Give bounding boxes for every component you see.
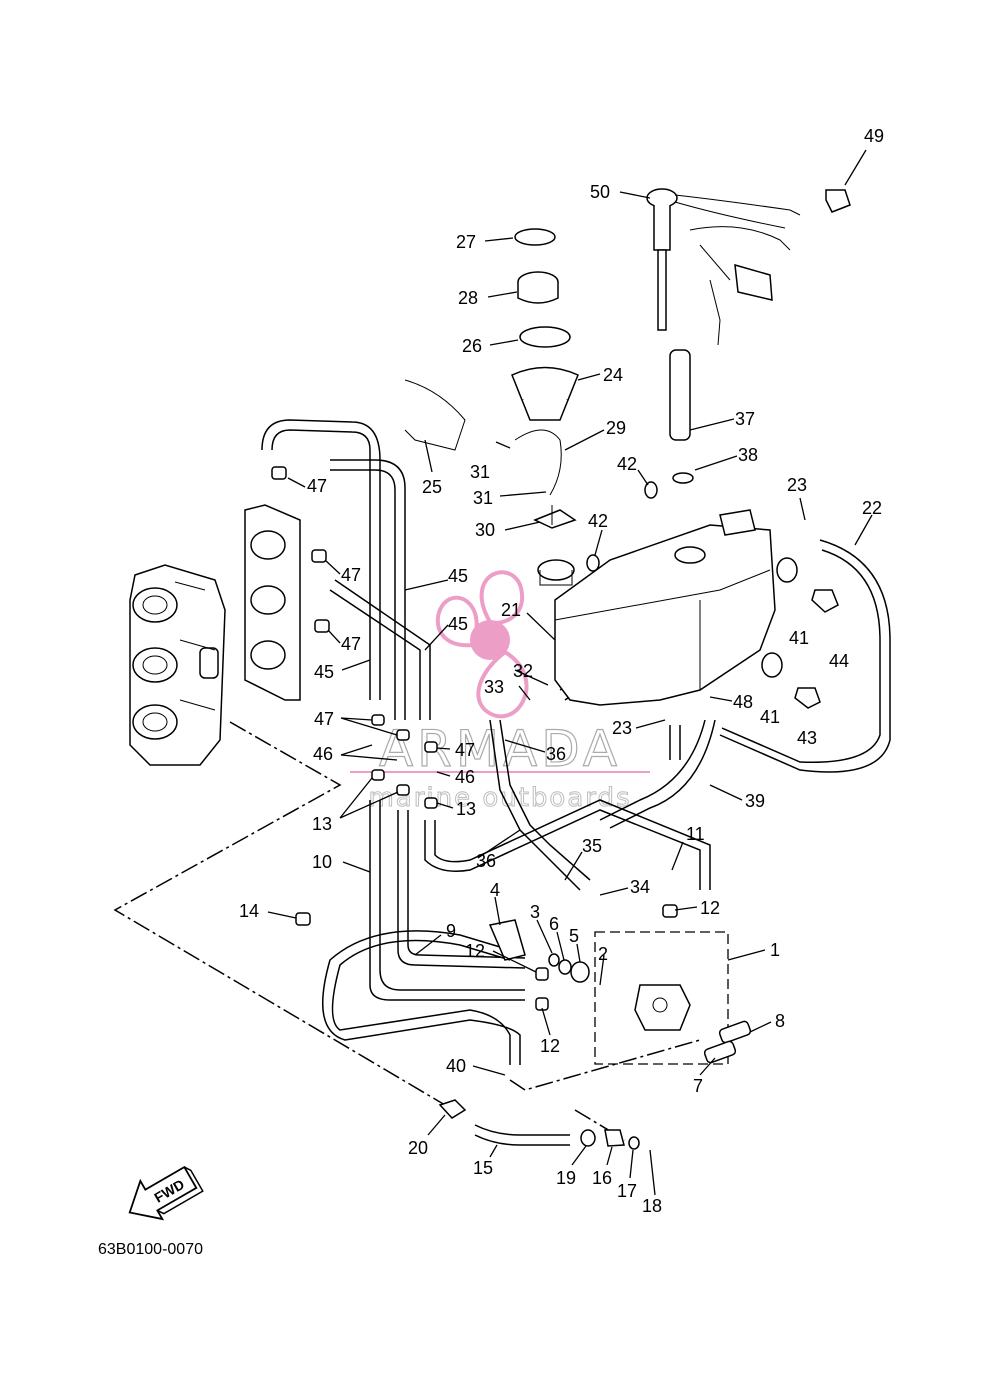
filler-neck-parts bbox=[511, 228, 579, 529]
forward-direction-icon: FWD bbox=[128, 1165, 204, 1221]
callout-20: 20 bbox=[408, 1138, 428, 1158]
callout-labels: 49 50 27 28 26 24 37 29 31 25 38 42 31 3… bbox=[239, 126, 884, 1216]
callout-46a: 46 bbox=[313, 744, 333, 764]
callout-44: 44 bbox=[829, 651, 849, 671]
callout-2: 2 bbox=[598, 944, 608, 964]
fuel-gauge bbox=[646, 188, 801, 441]
callout-36b: 36 bbox=[476, 851, 496, 871]
callout-47c: 47 bbox=[341, 634, 361, 654]
callout-16: 16 bbox=[592, 1168, 612, 1188]
propeller-logo-icon bbox=[435, 570, 529, 719]
callout-7: 7 bbox=[693, 1076, 703, 1096]
intake-silencer bbox=[244, 504, 301, 701]
callout-6: 6 bbox=[549, 914, 559, 934]
clip-49-part bbox=[825, 189, 851, 213]
callout-25: 25 bbox=[422, 477, 442, 497]
callout-8: 8 bbox=[775, 1011, 785, 1031]
callout-37: 37 bbox=[735, 409, 755, 429]
callout-11: 11 bbox=[686, 824, 705, 844]
callout-50: 50 bbox=[590, 182, 610, 202]
fuel-joint bbox=[488, 919, 590, 983]
callout-42b: 42 bbox=[588, 511, 608, 531]
callout-41a: 41 bbox=[789, 628, 809, 648]
fasteners bbox=[586, 472, 839, 709]
callout-10: 10 bbox=[312, 852, 332, 872]
callout-43: 43 bbox=[797, 728, 817, 748]
callout-35: 35 bbox=[582, 836, 602, 856]
callout-40: 40 bbox=[446, 1056, 466, 1076]
callout-47b: 47 bbox=[341, 565, 361, 585]
callout-38: 38 bbox=[738, 445, 758, 465]
callout-47e: 47 bbox=[455, 740, 475, 760]
callout-31a: 31 bbox=[470, 462, 490, 482]
strap-25-part bbox=[404, 379, 466, 451]
carburetor-assembly bbox=[129, 564, 226, 766]
callout-1: 1 bbox=[770, 940, 780, 960]
callout-32: 32 bbox=[513, 661, 533, 681]
callout-34: 34 bbox=[630, 877, 650, 897]
callout-26: 26 bbox=[462, 336, 482, 356]
callout-46b: 46 bbox=[455, 767, 475, 787]
callout-49: 49 bbox=[864, 126, 884, 146]
callout-41b: 41 bbox=[760, 707, 780, 727]
callout-42a: 42 bbox=[617, 454, 637, 474]
callout-17: 17 bbox=[617, 1181, 637, 1201]
callout-3: 3 bbox=[530, 902, 540, 922]
callout-27: 27 bbox=[456, 232, 476, 252]
callout-47a: 47 bbox=[307, 476, 327, 496]
hose-clamps bbox=[271, 466, 678, 1011]
callout-31b: 31 bbox=[473, 488, 493, 508]
callout-19: 19 bbox=[556, 1168, 576, 1188]
callout-45b: 45 bbox=[448, 614, 468, 634]
callout-39: 39 bbox=[745, 791, 765, 811]
callout-12a: 12 bbox=[700, 898, 720, 918]
callout-22: 22 bbox=[862, 498, 882, 518]
callout-23a: 23 bbox=[787, 475, 807, 495]
callout-15: 15 bbox=[473, 1158, 493, 1178]
fuel-tank bbox=[537, 509, 776, 706]
callout-12b: 12 bbox=[465, 941, 485, 961]
callout-9: 9 bbox=[446, 921, 456, 941]
callout-5: 5 bbox=[569, 926, 579, 946]
assembly-lines bbox=[113, 721, 729, 1141]
callout-33: 33 bbox=[484, 677, 504, 697]
callout-23b: 23 bbox=[612, 718, 632, 738]
callout-29: 29 bbox=[606, 418, 626, 438]
callout-24: 24 bbox=[603, 365, 623, 385]
callout-13b: 13 bbox=[456, 799, 476, 819]
callout-47d: 47 bbox=[314, 709, 334, 729]
callout-14: 14 bbox=[239, 901, 259, 921]
callout-13a: 13 bbox=[312, 814, 332, 834]
callout-21: 21 bbox=[501, 600, 521, 620]
callout-28: 28 bbox=[458, 288, 478, 308]
callout-30: 30 bbox=[475, 520, 495, 540]
diagram-code: 63B0100-0070 bbox=[98, 1241, 203, 1258]
callout-45a: 45 bbox=[448, 566, 468, 586]
callout-18: 18 bbox=[642, 1196, 662, 1216]
callout-45c: 45 bbox=[314, 662, 334, 682]
fuel-pump bbox=[634, 984, 752, 1064]
fuel-connector-parts bbox=[438, 1099, 640, 1150]
callout-4: 4 bbox=[490, 880, 500, 900]
watermark-brand: ARMADA bbox=[379, 720, 621, 778]
leader-lines bbox=[267, 149, 873, 1196]
callout-48: 48 bbox=[733, 692, 753, 712]
callout-12c: 12 bbox=[540, 1036, 560, 1056]
callout-36a: 36 bbox=[546, 744, 566, 764]
